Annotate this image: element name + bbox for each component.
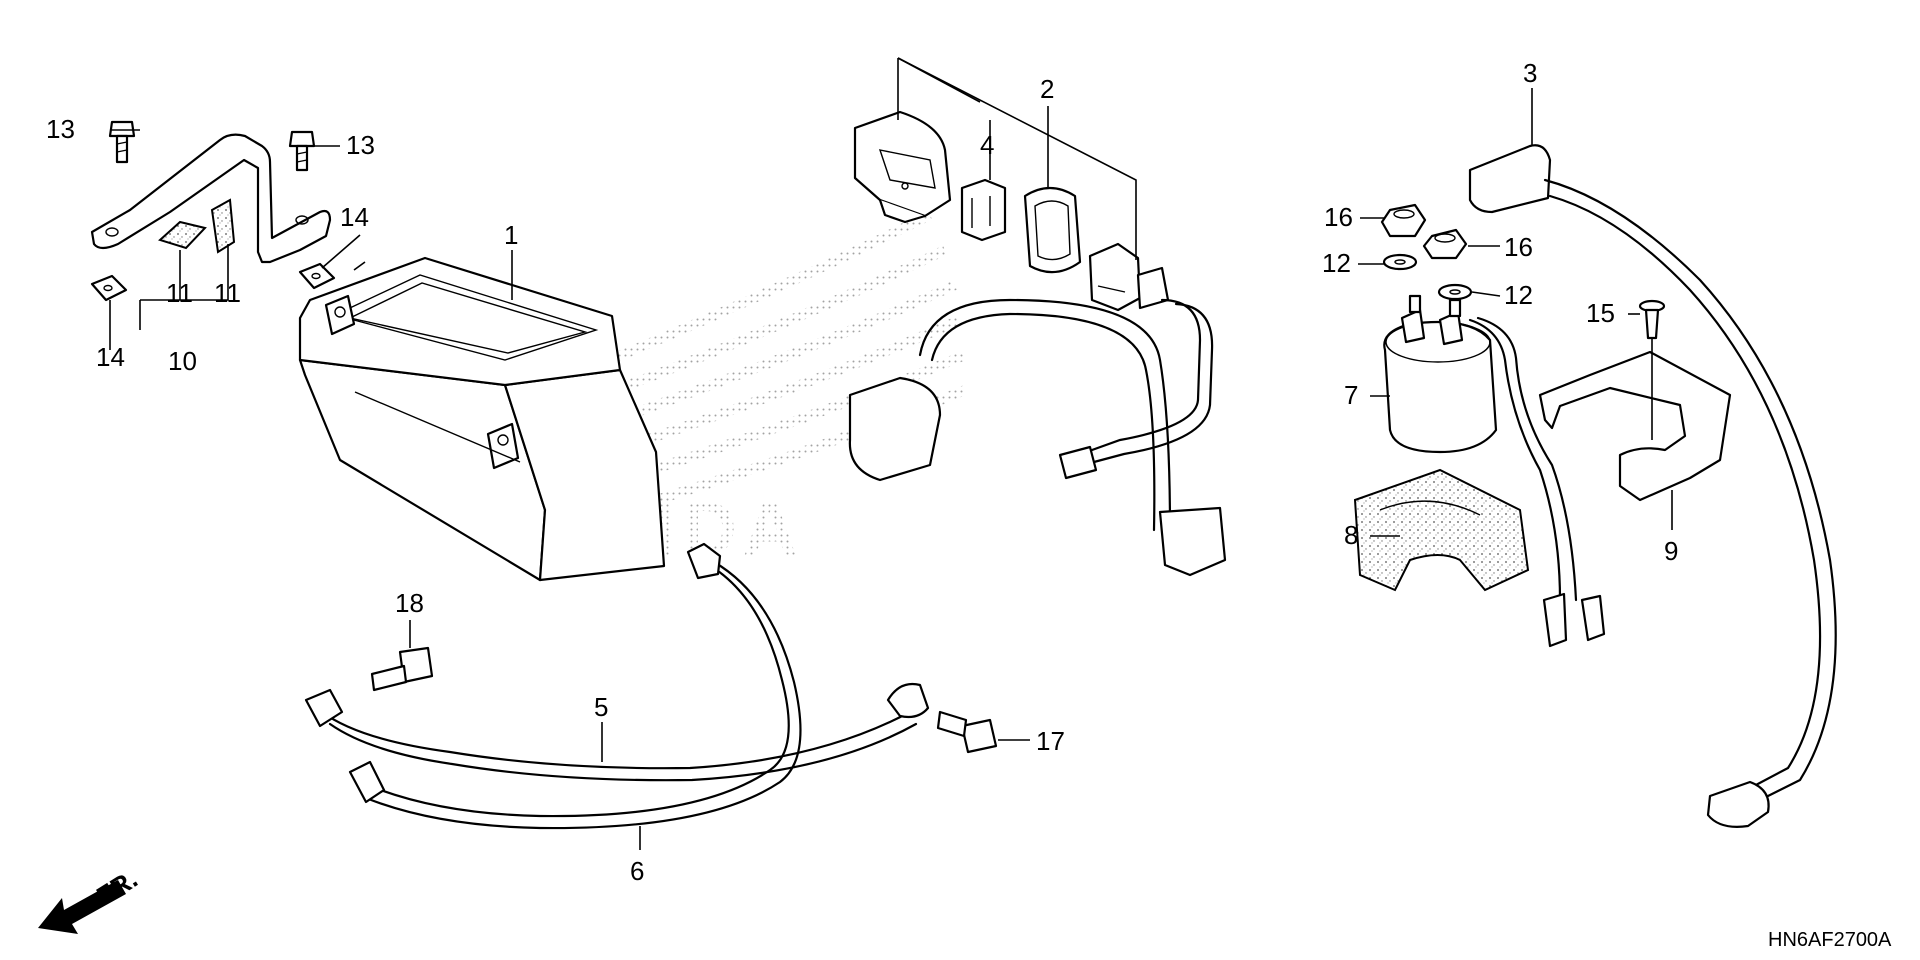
battery xyxy=(298,256,666,582)
battery-cable-6 xyxy=(348,542,802,830)
callout-1: 1 xyxy=(504,220,518,250)
battery-bracket xyxy=(90,133,332,264)
callout-17: 17 xyxy=(1036,726,1065,756)
callout-14-right: 14 xyxy=(340,202,369,232)
battery-cover-9 xyxy=(1538,350,1732,502)
callout-13-right: 13 xyxy=(346,130,375,160)
clip-nut-14-right xyxy=(298,262,336,290)
washer-12-left xyxy=(1382,253,1418,271)
starter-relay-7 xyxy=(1383,294,1606,648)
callout-15: 15 xyxy=(1586,298,1615,328)
battery-pad-right xyxy=(210,198,236,254)
callouts: 1 2 3 4 5 6 7 8 9 10 11 11 12 12 13 13 1… xyxy=(46,58,1678,886)
battery-pad-left xyxy=(158,220,207,250)
callout-11-right: 11 xyxy=(214,278,241,308)
bolt-18 xyxy=(370,646,434,692)
clip-nut-14-left xyxy=(90,274,128,302)
callout-7: 7 xyxy=(1344,380,1358,410)
front-direction-arrow: FR. xyxy=(38,863,143,934)
callout-14-left: 14 xyxy=(96,342,125,372)
callout-4: 4 xyxy=(980,130,994,160)
callout-6: 6 xyxy=(630,856,644,886)
callout-10: 10 xyxy=(168,346,197,376)
callout-13-left: 13 xyxy=(46,114,75,144)
callout-9: 9 xyxy=(1664,536,1678,566)
battery-cable-5 xyxy=(304,682,930,782)
rubber-grommet-2 xyxy=(1023,186,1082,274)
bolt-17 xyxy=(936,710,998,754)
callout-12-right: 12 xyxy=(1504,280,1533,310)
bolt-13-left xyxy=(108,120,136,164)
callout-18: 18 xyxy=(395,588,424,618)
relay-rubber-mount-8 xyxy=(1353,468,1530,592)
leader-lines xyxy=(109,57,1673,850)
nut-16-left xyxy=(1380,203,1427,238)
callout-5: 5 xyxy=(594,692,608,722)
sub-harness xyxy=(848,298,1227,577)
callout-11-left: 11 xyxy=(166,278,193,308)
diagram-code: HN6AF2700A xyxy=(1768,929,1892,951)
nut-16-right xyxy=(1422,228,1468,260)
callout-3: 3 xyxy=(1523,58,1537,88)
bolt-13-right xyxy=(288,130,316,172)
washer-12-right xyxy=(1437,283,1473,301)
fuse-box-cover xyxy=(853,110,952,224)
fuse-4 xyxy=(960,178,1007,242)
callout-16-right: 16 xyxy=(1504,232,1533,262)
starter-cable-3 xyxy=(1468,144,1837,828)
screw-15 xyxy=(1638,299,1666,340)
callout-8: 8 xyxy=(1344,520,1358,550)
callout-2: 2 xyxy=(1040,74,1054,104)
callout-16-left: 16 xyxy=(1324,202,1353,232)
fuse-connector xyxy=(1088,242,1170,312)
callout-12-left: 12 xyxy=(1322,248,1351,278)
